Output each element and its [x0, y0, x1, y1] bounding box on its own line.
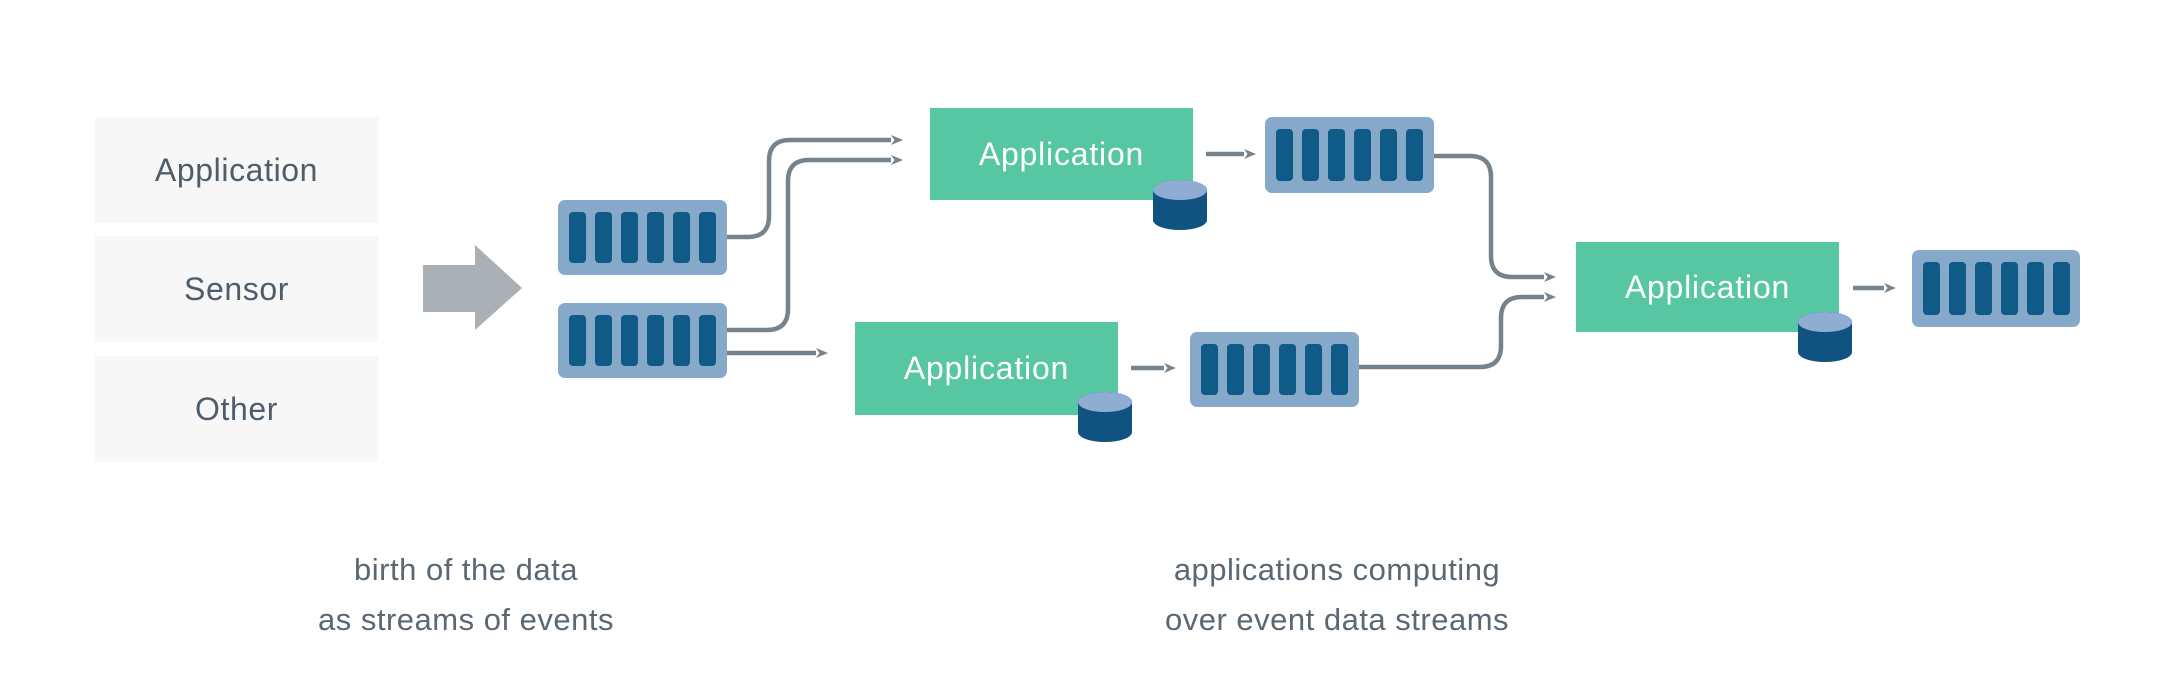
stream-bar [569, 315, 586, 366]
event-stream-icon-2 [558, 303, 727, 378]
stream-bar [595, 212, 612, 263]
event-stream-icon-4 [1190, 332, 1359, 407]
event-stream-icon-5 [1912, 250, 2080, 327]
connector-stream3-to-app3 [1434, 153, 1556, 282]
stream-bar [673, 315, 690, 366]
caption-line: as streams of events [317, 602, 614, 637]
event-stream-icon-1 [558, 200, 727, 275]
application-node-2: Application [855, 322, 1118, 415]
connector-stream1-to-app1 [727, 135, 903, 240]
stream-bar [2000, 262, 2018, 315]
application-node-label: Application [978, 135, 1145, 172]
stream-bar [1948, 262, 1966, 315]
source-box-other: Other [95, 356, 378, 462]
stream-bar [1302, 129, 1319, 181]
stream-bar [1201, 344, 1218, 395]
caption-line: applications computing [1173, 552, 1501, 587]
caption-left: birth of the data as streams of events [166, 545, 766, 645]
source-label: Other [194, 390, 279, 427]
stream-bar [1276, 129, 1293, 181]
stream-bar [1305, 344, 1322, 395]
application-node-label: Application [1624, 268, 1791, 305]
event-stream-icon-3 [1265, 117, 1434, 193]
flow-arrow-icon [423, 245, 522, 330]
stream-bar [1328, 129, 1345, 181]
stream-bar [1331, 344, 1348, 395]
database-cylinder-icon [1078, 392, 1132, 442]
source-box-application: Application [95, 117, 378, 223]
stream-bar [1974, 262, 1992, 315]
stream-bar [673, 212, 690, 263]
connector-stream4-to-app3 [1359, 292, 1556, 370]
stream-bar [647, 315, 664, 366]
source-label: Application [154, 151, 319, 188]
stream-bar [621, 315, 638, 366]
caption-line: birth of the data [354, 552, 578, 587]
stream-bar [1253, 344, 1270, 395]
caption-right: applications computing over event data s… [1037, 545, 1637, 645]
stream-bar [2052, 262, 2070, 315]
application-node-1: Application [930, 108, 1193, 200]
stream-bar [2026, 262, 2044, 315]
database-cylinder-icon [1798, 312, 1852, 362]
caption-line: over event data streams [1164, 602, 1510, 637]
stream-bar [647, 212, 664, 263]
stream-bar [1279, 344, 1296, 395]
connector-stream2-to-app1 [727, 155, 903, 333]
stream-bar [1406, 129, 1423, 181]
source-label: Sensor [184, 270, 289, 307]
stream-bar [595, 315, 612, 366]
stream-bar [1354, 129, 1371, 181]
application-node-label: Application [903, 350, 1070, 386]
stream-bar [1227, 344, 1244, 395]
application-node-3: Application [1576, 242, 1839, 332]
stream-bar [1922, 262, 1940, 315]
stream-bar [1380, 129, 1397, 181]
source-box-sensor: Sensor [95, 236, 378, 342]
database-cylinder-icon [1153, 180, 1207, 230]
stream-bar [569, 212, 586, 263]
stream-bar [699, 315, 716, 366]
stream-bar [699, 212, 716, 263]
stream-bar [621, 212, 638, 263]
